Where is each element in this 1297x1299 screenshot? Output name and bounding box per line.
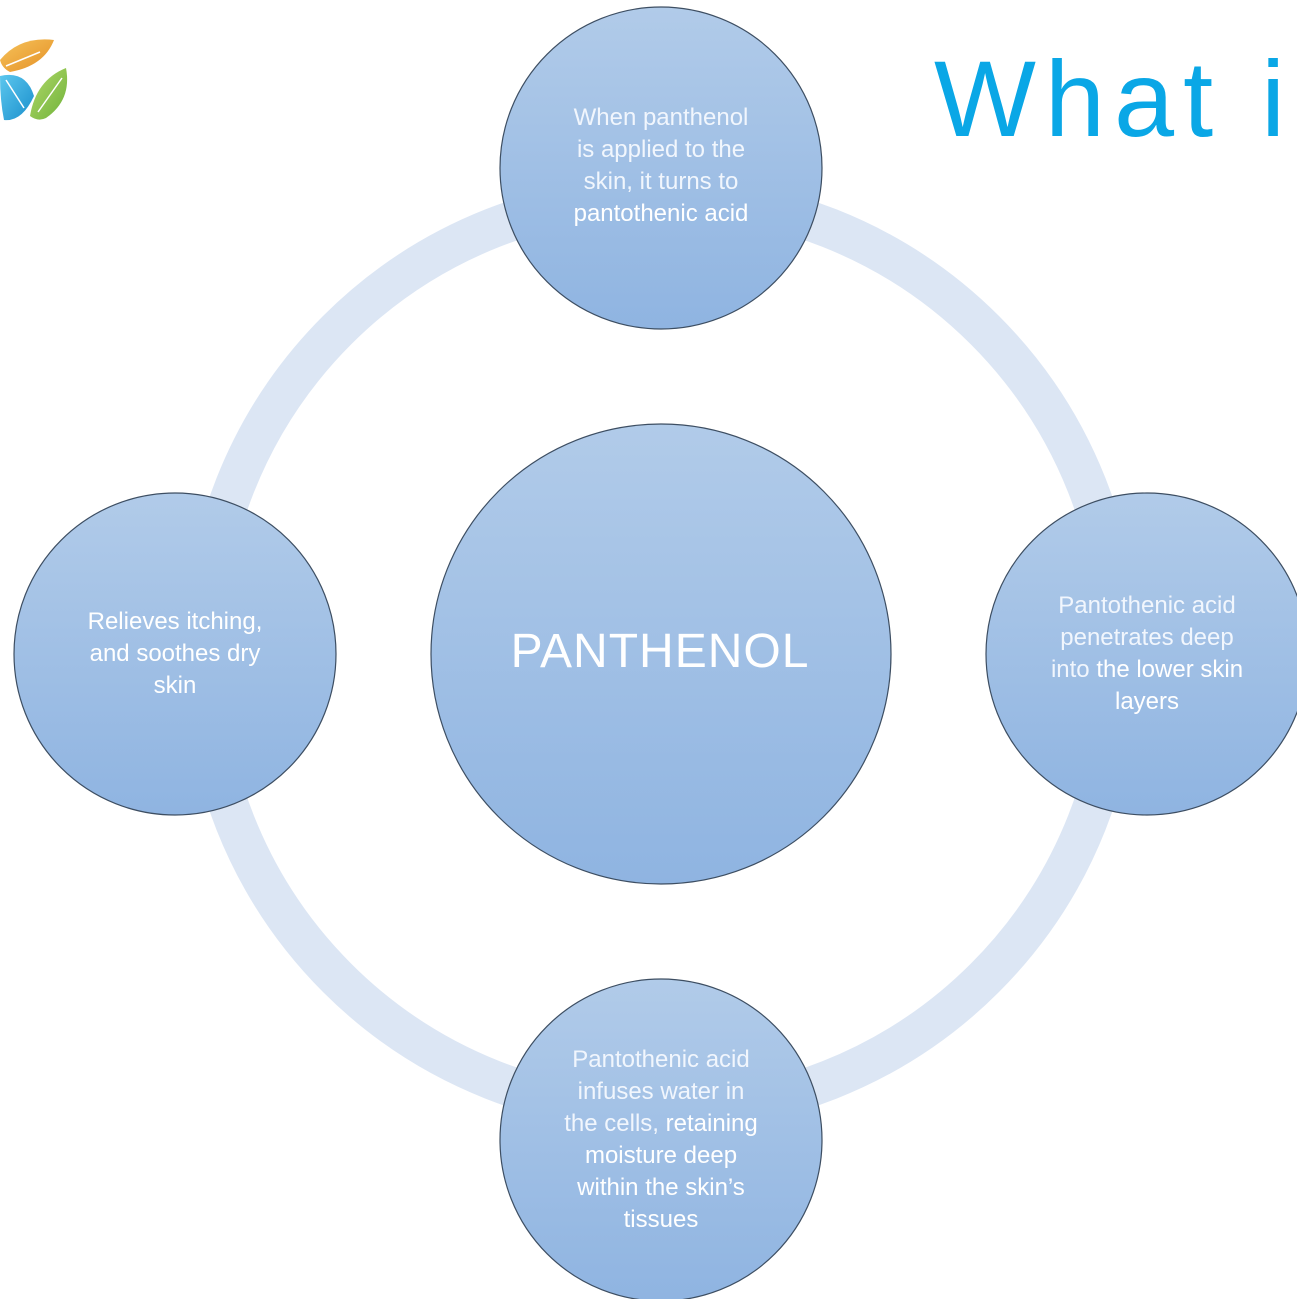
node-bottom-line-prefix: the cells, <box>564 1110 666 1137</box>
node-bottom <box>499 978 823 1299</box>
center-label: PANTHENOL <box>510 625 810 678</box>
slide-title: What is <box>934 38 1297 159</box>
node-bottom-line-emphasis: moisture deep <box>584 1142 738 1169</box>
node-top-line: is applied to the <box>576 136 746 163</box>
node-bottom-line: Pantothenic acid <box>572 1046 750 1073</box>
node-center <box>430 423 892 885</box>
node-left-line: and soothes dry <box>89 640 261 667</box>
node-top-line: skin, it turns to <box>583 168 739 195</box>
node-bottom-line-emphasis: tissues <box>623 1206 699 1233</box>
node-left-line: Relieves itching, <box>87 608 263 635</box>
node-bottom-line-mixed: the cells, retaining <box>521 1108 801 1140</box>
node-right-text: Pantothenic acid penetrates deep into th… <box>1017 590 1277 718</box>
node-right-line-mixed: into the lower skin <box>1017 654 1277 686</box>
node-bottom-line: infuses water in <box>577 1078 745 1105</box>
node-left <box>13 492 337 816</box>
node-top-text: When panthenol is applied to the skin, i… <box>521 102 801 230</box>
node-bottom-line-emphasis: retaining <box>665 1110 758 1137</box>
node-right-line-emphasis: layers <box>1114 688 1180 715</box>
node-right-line: Pantothenic acid <box>1058 592 1236 619</box>
leaf-cluster-logo <box>0 39 68 121</box>
node-left-line: skin <box>153 672 197 699</box>
node-top-line-emphasis: pantothenic acid <box>573 200 749 227</box>
node-right-line-prefix: into <box>1050 656 1097 683</box>
node-top <box>499 6 823 330</box>
node-right-line: penetrates deep <box>1060 624 1234 651</box>
node-bottom-text: Pantothenic acid infuses water in the ce… <box>521 1044 801 1236</box>
node-right <box>985 492 1297 816</box>
node-top-line: When panthenol <box>573 104 749 131</box>
node-right-line-emphasis: the lower skin <box>1096 656 1244 683</box>
node-bottom-line-emphasis: within the skin’s <box>577 1174 745 1201</box>
node-left-text: Relieves itching, and soothes dry skin <box>45 606 305 702</box>
